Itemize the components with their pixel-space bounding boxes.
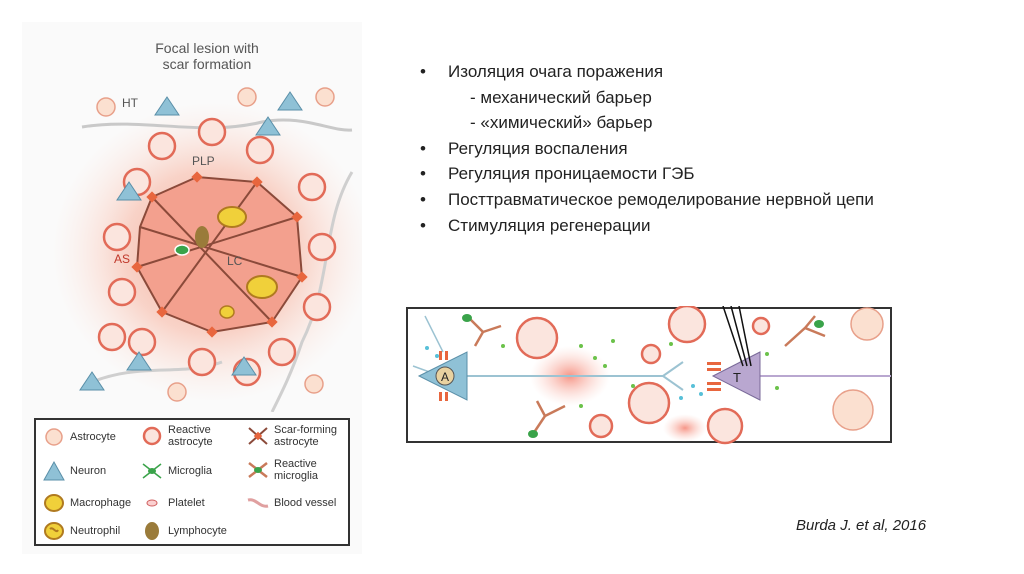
lymphocyte-icon xyxy=(145,522,159,540)
label-ht: HT xyxy=(122,96,138,110)
synapse-diagram: A T xyxy=(406,306,892,445)
legend-label: Astrocyte xyxy=(70,431,116,443)
legend-label: Reactive microglia xyxy=(274,458,319,482)
figure-title: Focal lesion with scar formation xyxy=(132,40,282,72)
legend-item-astrocyte: Astrocyte xyxy=(42,426,116,448)
legend-label: Neuron xyxy=(70,465,107,477)
legend: Astrocyte Reactive astrocyte Scar-formin… xyxy=(34,418,350,546)
legend-item-neuron: Neuron xyxy=(42,460,106,482)
reactive-astrocyte-icon xyxy=(142,426,162,446)
legend-label: Reactive astrocyte xyxy=(168,424,213,448)
microglia-icon xyxy=(142,463,162,479)
citation: Burda J. et al, 2016 xyxy=(796,517,927,534)
platelet-icon xyxy=(146,499,158,507)
reactive-microglia-icon xyxy=(248,462,268,478)
label-plp: PLP xyxy=(192,154,215,168)
legend-item-platelet: Platelet xyxy=(140,492,205,514)
lesion-illustration xyxy=(52,87,362,412)
legend-item-reactive-microglia: Reactive microglia xyxy=(246,458,346,482)
label-lc: LC xyxy=(227,254,243,268)
legend-label: Blood vessel xyxy=(274,497,337,509)
legend-item-blood-vessel: Blood vessel xyxy=(246,492,336,514)
legend-item-neutrophil: Neutrophil xyxy=(42,520,120,542)
legend-label: Macrophage xyxy=(70,497,132,509)
legend-item-reactive-astrocyte: Reactive astrocyte xyxy=(140,424,230,448)
neutrophil-icon xyxy=(44,522,64,540)
legend-item-macrophage: Macrophage xyxy=(42,492,131,514)
lesion-figure: Focal lesion with scar formation HT PLP … xyxy=(22,22,362,554)
legend-item-microglia: Microglia xyxy=(140,460,212,482)
neuron-t-label: T xyxy=(733,370,741,385)
legend-label: Scar-forming astrocyte xyxy=(274,424,337,448)
macrophage-icon xyxy=(44,494,64,512)
neuron-a-label: A xyxy=(441,370,449,384)
figure-title-line1: Focal lesion with xyxy=(155,40,259,56)
legend-item-scar-forming-astrocyte: Scar-forming astrocyte xyxy=(246,424,346,448)
blood-vessel-icon xyxy=(247,498,269,508)
neuron-icon xyxy=(43,460,65,481)
label-as: AS xyxy=(114,252,131,266)
legend-label: Neutrophil xyxy=(70,525,121,537)
legend-item-lymphocyte: Lymphocyte xyxy=(140,520,227,542)
legend-label: Platelet xyxy=(168,497,205,509)
astrocyte-icon xyxy=(45,428,63,446)
figure-title-line2: scar formation xyxy=(162,56,252,72)
scar-forming-astrocyte-icon xyxy=(248,427,268,445)
legend-label: Lymphocyte xyxy=(168,525,227,537)
legend-label: Microglia xyxy=(168,465,213,477)
